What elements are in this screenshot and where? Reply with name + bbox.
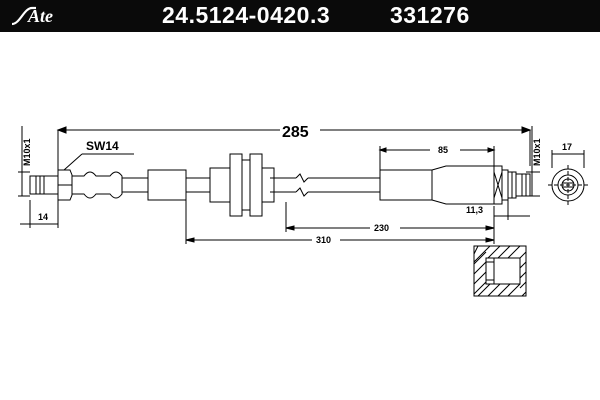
right-fitting bbox=[379, 165, 531, 205]
fitting-offset-dimension bbox=[494, 200, 530, 220]
left-thread-label: M10x1 bbox=[22, 138, 32, 166]
ate-logo: Ate bbox=[11, 6, 53, 26]
wrench-size-leader bbox=[63, 153, 134, 171]
wrench-size-label: SW14 bbox=[86, 139, 119, 153]
right-thread-label: M10x1 bbox=[532, 138, 542, 166]
bracket-span-dimension bbox=[285, 202, 495, 232]
mount-span-label: 310 bbox=[316, 235, 331, 245]
reference-number: 331276 bbox=[390, 2, 470, 28]
overall-length-label: 285 bbox=[282, 124, 309, 141]
left-thread-dimension bbox=[18, 126, 30, 197]
fitting-length-label: 85 bbox=[438, 145, 448, 155]
end-diameter-label: 17 bbox=[562, 142, 572, 152]
brand-text: Ate bbox=[27, 6, 53, 26]
section-detail bbox=[473, 245, 527, 297]
hose-body bbox=[122, 169, 380, 201]
title-bar: Ate 24.5124-0420.3 331276 bbox=[0, 0, 600, 32]
mount-span-dimension bbox=[185, 200, 495, 244]
right-thread-dimension bbox=[526, 126, 540, 197]
end-view bbox=[548, 150, 588, 205]
fitting-length-dimension bbox=[378, 146, 496, 170]
part-number: 24.5124-0420.3 bbox=[162, 2, 331, 28]
bracket-span-label: 230 bbox=[374, 223, 389, 233]
nipple-length-dimension bbox=[20, 200, 59, 228]
nipple-length-label: 14 bbox=[38, 212, 48, 222]
mounting-bracket bbox=[209, 153, 275, 217]
left-fitting bbox=[29, 169, 123, 201]
fitting-offset-label: 11,3 bbox=[466, 205, 483, 215]
overall-length-dimension bbox=[56, 126, 532, 170]
